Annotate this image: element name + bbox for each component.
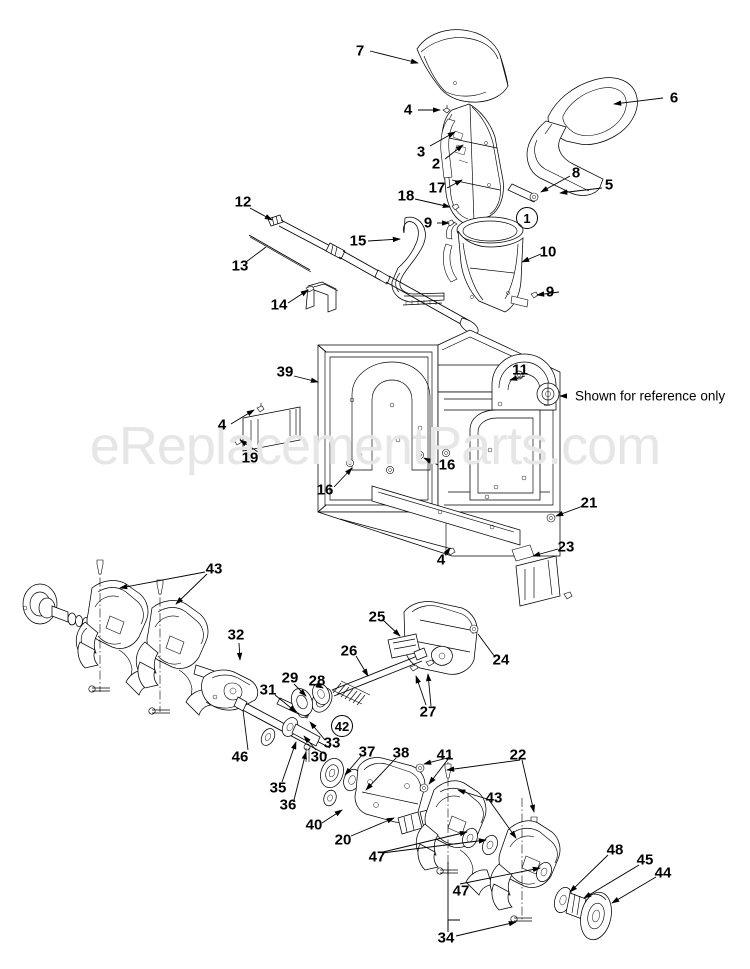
chute-upper-body <box>440 103 539 225</box>
callout-35: 35 <box>269 779 287 797</box>
callout-4: 4 <box>436 551 446 569</box>
callout-33: 33 <box>323 734 341 752</box>
callout-48: 48 <box>606 841 624 859</box>
callout-38: 38 <box>392 744 410 762</box>
callout-43: 43 <box>485 789 503 807</box>
callout-25: 25 <box>368 608 386 626</box>
callout-16: 16 <box>438 456 456 474</box>
leader-lines <box>119 50 664 937</box>
callout-42: 42 <box>331 715 353 737</box>
chute-deflector-group <box>416 29 509 103</box>
callout-46: 46 <box>231 748 249 766</box>
callout-14: 14 <box>270 296 288 314</box>
callout-45: 45 <box>636 851 654 869</box>
callout-44: 44 <box>654 864 672 882</box>
callout-32: 32 <box>227 626 245 644</box>
callout-3: 3 <box>416 143 426 161</box>
callout-27: 27 <box>419 703 437 721</box>
callout-39: 39 <box>276 363 294 381</box>
callout-36: 36 <box>279 796 297 814</box>
auger-housing-assembly <box>233 329 573 607</box>
callout-18: 18 <box>397 187 415 205</box>
callout-24: 24 <box>492 651 510 669</box>
callout-31: 31 <box>259 681 277 699</box>
callout-10: 10 <box>539 243 557 261</box>
callout-9: 9 <box>423 214 433 232</box>
callout-4: 4 <box>217 416 227 434</box>
callout-30: 30 <box>310 748 328 766</box>
callout-26: 26 <box>340 642 358 660</box>
callout-7: 7 <box>355 42 365 60</box>
callout-29: 29 <box>281 669 299 687</box>
callout-17: 17 <box>428 179 446 197</box>
callout-37: 37 <box>358 743 376 761</box>
handle-loop-part6 <box>507 77 638 203</box>
chute-base-part10 <box>442 216 539 313</box>
callout-5: 5 <box>604 176 614 194</box>
callout-9: 9 <box>545 283 555 301</box>
callout-19: 19 <box>241 449 259 467</box>
callout-41: 41 <box>436 746 454 764</box>
callout-13: 13 <box>231 257 249 275</box>
callout-22: 22 <box>509 746 527 764</box>
callout-47: 47 <box>452 882 470 900</box>
callout-1: 1 <box>516 207 538 229</box>
callout-8: 8 <box>571 164 581 182</box>
callout-34: 34 <box>437 929 455 947</box>
callout-4: 4 <box>403 101 413 119</box>
callout-28: 28 <box>308 672 326 690</box>
callout-20: 20 <box>334 831 352 849</box>
callout-12: 12 <box>234 193 252 211</box>
callout-11: 11 <box>512 361 528 379</box>
callout-2: 2 <box>431 155 441 173</box>
callout-43: 43 <box>205 560 223 578</box>
callout-47: 47 <box>368 848 386 866</box>
callout-6: 6 <box>669 89 679 107</box>
callout-40: 40 <box>305 816 323 834</box>
impeller-spring-assembly <box>290 601 479 716</box>
callout-15: 15 <box>349 232 367 250</box>
callout-21: 21 <box>580 494 598 512</box>
callout-23: 23 <box>557 538 575 556</box>
callout-16: 16 <box>316 481 334 499</box>
ref-note: Shown for reference only <box>575 388 726 404</box>
